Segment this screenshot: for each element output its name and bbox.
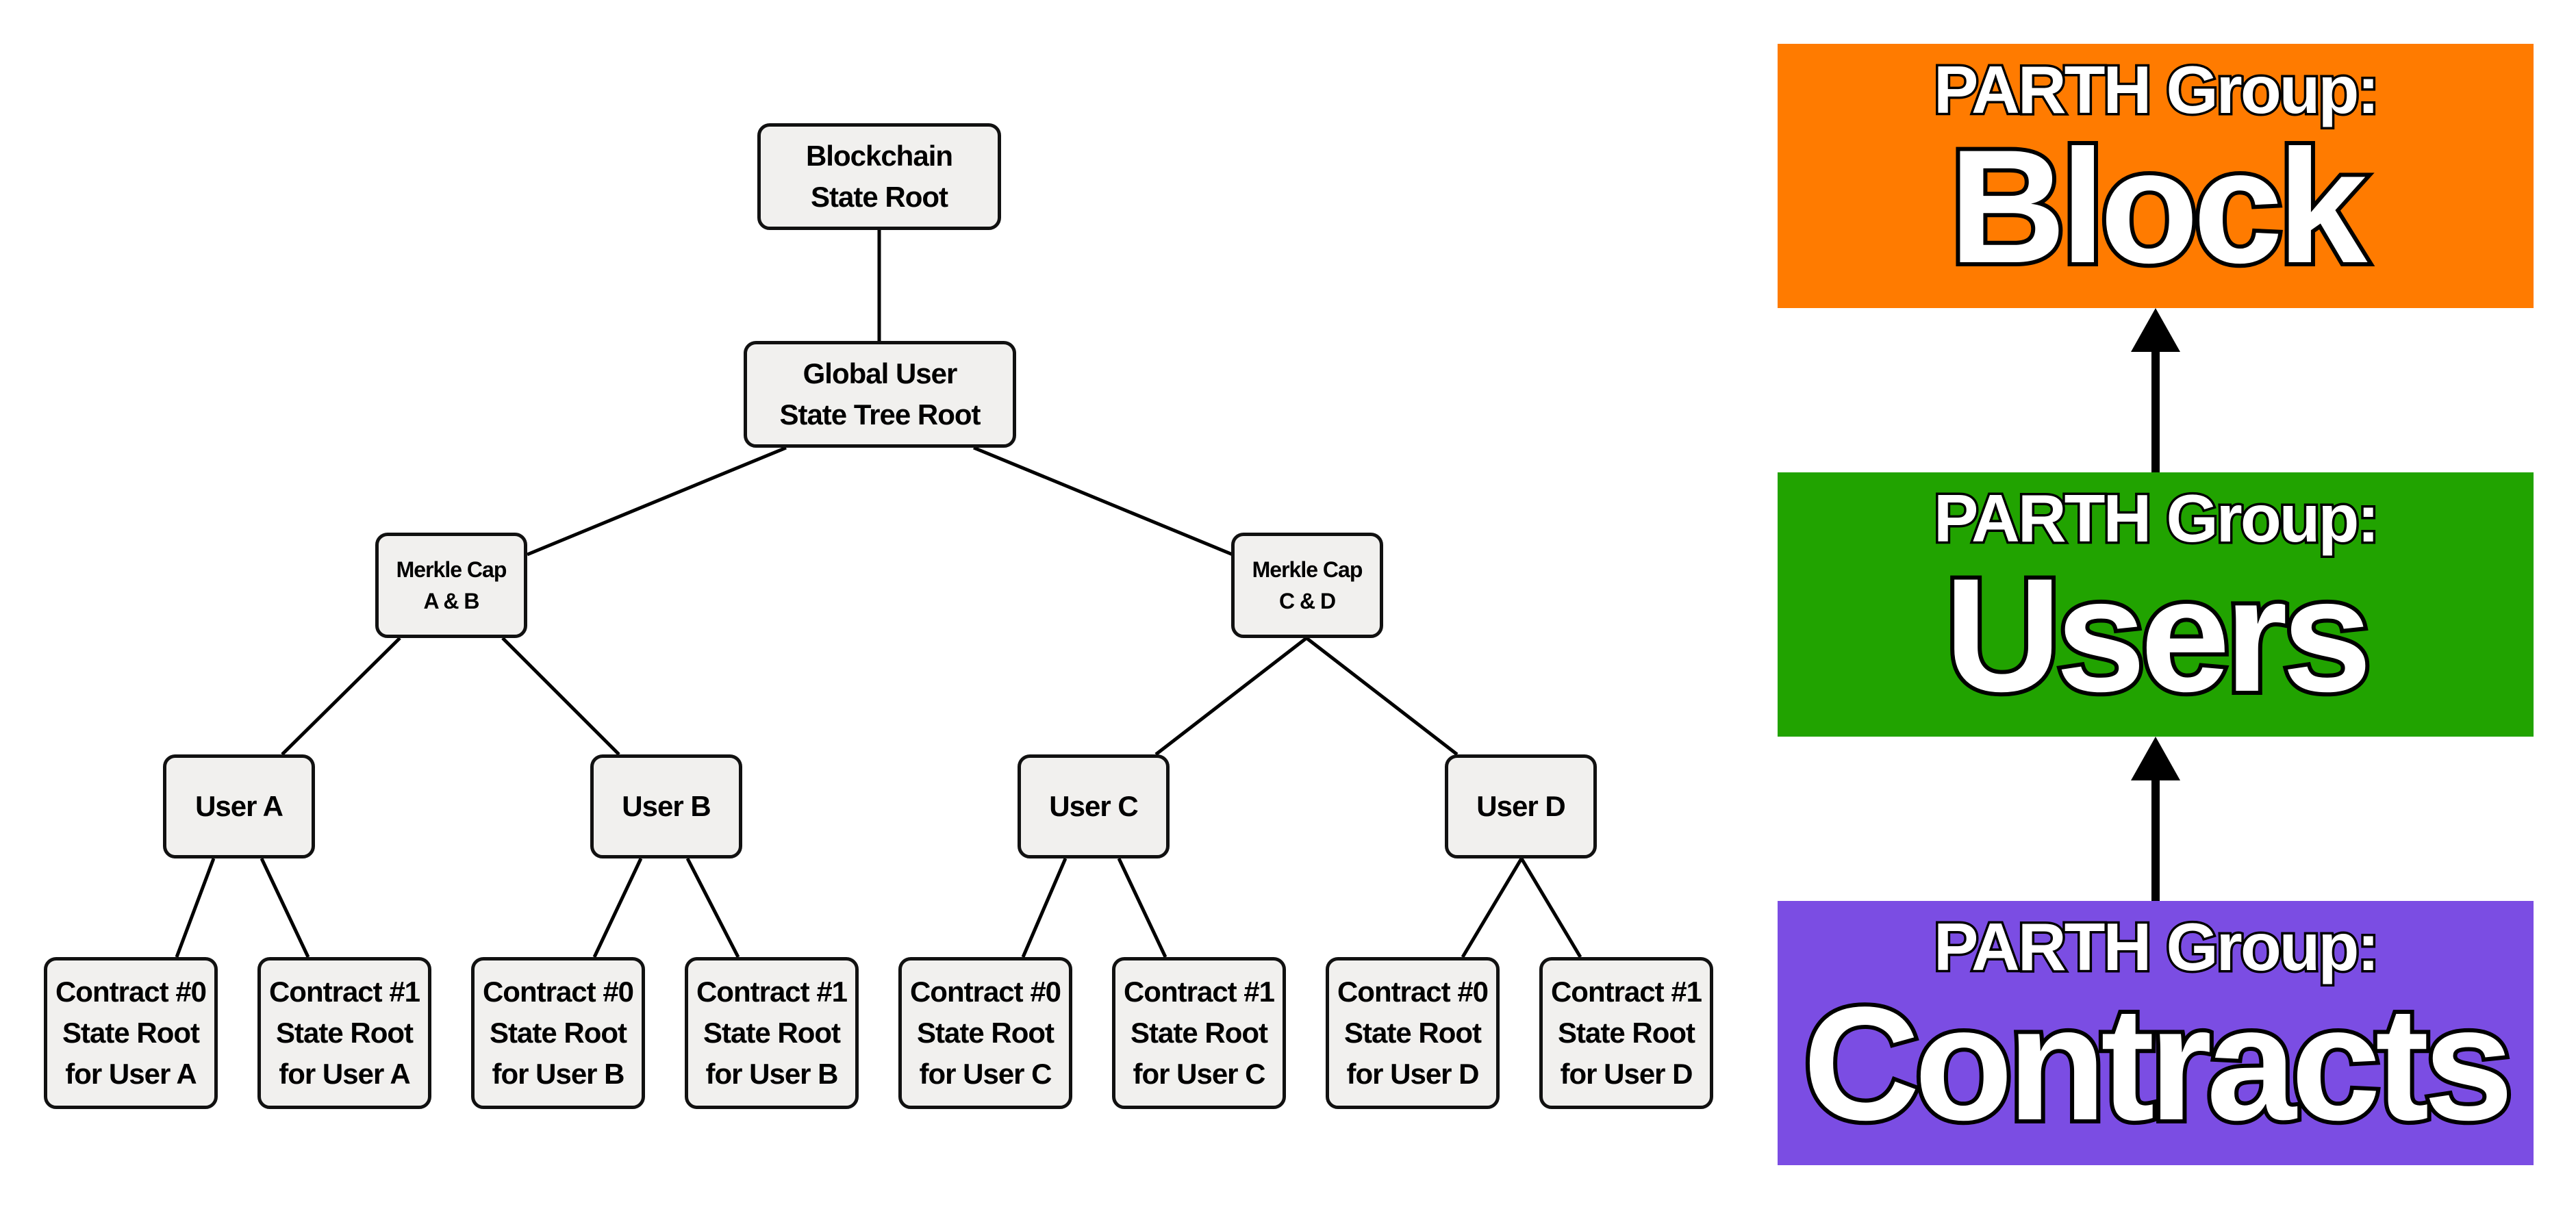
contract-node: Contract #1 State Root for User B bbox=[685, 957, 859, 1109]
edge-user-a-c1 bbox=[260, 857, 310, 958]
group-name-users: Users bbox=[1941, 545, 2376, 726]
edge-cap-cd-user-c bbox=[1154, 637, 1308, 756]
merkle-cap-cd-node: Merkle Cap C & D bbox=[1231, 533, 1383, 638]
user-c-node: User C bbox=[1018, 754, 1170, 858]
edge-user-a-c0 bbox=[175, 858, 216, 958]
user-d-node: User D bbox=[1445, 754, 1597, 858]
contract-node: Contract #1 State Root for User D bbox=[1539, 957, 1713, 1109]
group-contracts-panel: PARTH Group: Contracts bbox=[1778, 901, 2534, 1165]
edge-user-c-c1 bbox=[1117, 857, 1167, 958]
contract-node: Contract #0 State Root for User A bbox=[44, 957, 218, 1109]
edge-cap-ab-user-a bbox=[281, 637, 401, 756]
edge-user-d-c1 bbox=[1519, 857, 1582, 958]
group-label: PARTH Group: bbox=[1931, 909, 2382, 984]
group-users-panel: PARTH Group: Users bbox=[1778, 472, 2534, 737]
contract-node: Contract #0 State Root for User C bbox=[898, 957, 1072, 1109]
group-label: PARTH Group: bbox=[1931, 481, 2382, 556]
arrow-contracts-to-users-shaft bbox=[2151, 779, 2160, 901]
edge-global-cap-ab bbox=[527, 446, 787, 557]
group-label: PARTH Group: bbox=[1931, 52, 2382, 127]
blockchain-state-root-node: Blockchain State Root bbox=[757, 123, 1001, 230]
edge-global-cap-cd bbox=[973, 446, 1233, 557]
arrow-users-to-block-head bbox=[2131, 308, 2180, 352]
contract-node: Contract #0 State Root for User D bbox=[1326, 957, 1500, 1109]
group-name-contracts: Contracts bbox=[1799, 973, 2518, 1154]
contract-node: Contract #1 State Root for User C bbox=[1112, 957, 1286, 1109]
user-a-node: User A bbox=[163, 754, 315, 858]
contract-node: Contract #1 State Root for User A bbox=[257, 957, 431, 1109]
edge-cap-cd-user-d bbox=[1305, 637, 1459, 756]
edge-user-d-c0 bbox=[1461, 857, 1524, 958]
arrow-users-to-block-shaft bbox=[2151, 351, 2160, 472]
arrow-contracts-to-users-head bbox=[2131, 737, 2180, 780]
user-b-node: User B bbox=[590, 754, 742, 858]
contract-node: Contract #0 State Root for User B bbox=[471, 957, 645, 1109]
edge-user-c-c0 bbox=[1021, 858, 1068, 958]
merkle-cap-ab-node: Merkle Cap A & B bbox=[375, 533, 527, 638]
group-block-panel: PARTH Group: Block bbox=[1778, 44, 2534, 308]
global-user-state-tree-root-node: Global User State Tree Root bbox=[744, 341, 1016, 448]
edge-user-b-c0 bbox=[592, 857, 643, 958]
edge-cap-ab-user-b bbox=[501, 637, 620, 756]
group-name-block: Block bbox=[1945, 116, 2372, 297]
edge-user-b-c1 bbox=[685, 857, 740, 958]
